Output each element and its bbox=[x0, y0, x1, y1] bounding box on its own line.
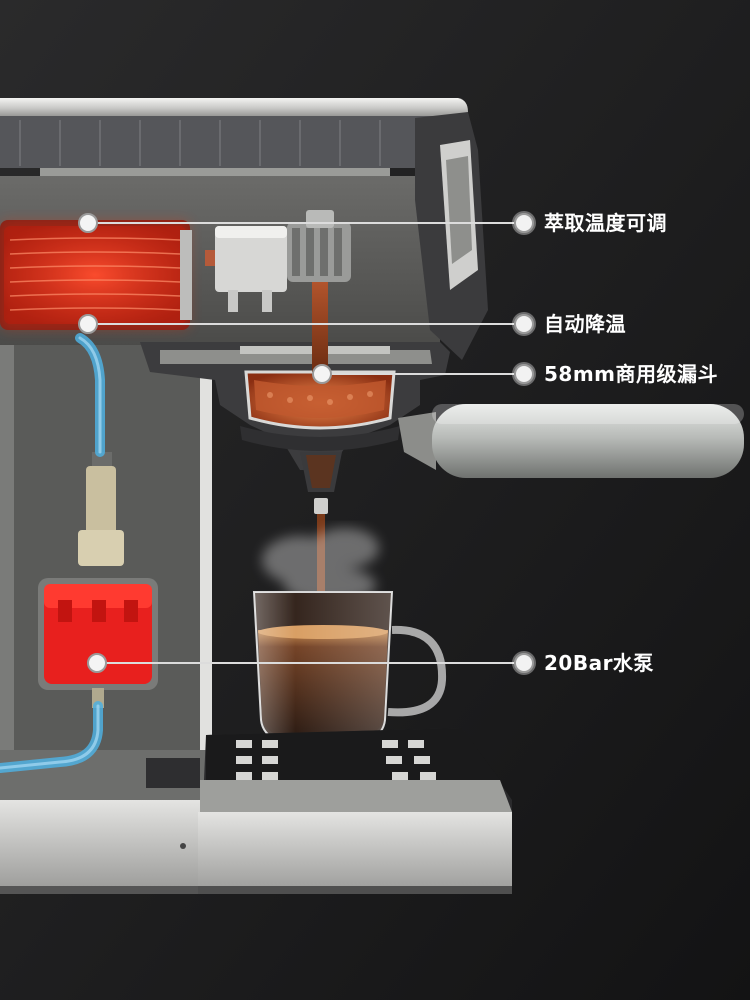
callout-portafilter: 58mm商用级漏斗 bbox=[514, 360, 718, 388]
callout-dot bbox=[514, 364, 534, 384]
callout-auto-cooling: 自动降温 bbox=[514, 310, 626, 338]
target-dot-pump bbox=[87, 653, 107, 673]
callout-label: 自动降温 bbox=[544, 312, 626, 336]
coffee-cup bbox=[252, 591, 447, 750]
portafilter-basket bbox=[240, 370, 400, 514]
callout-dot bbox=[514, 213, 534, 233]
target-dot-temp bbox=[78, 213, 98, 233]
water-hose bbox=[0, 333, 105, 773]
callout-label: 58mm商用级漏斗 bbox=[544, 362, 719, 386]
callout-dot bbox=[514, 653, 534, 673]
callout-dot bbox=[514, 314, 534, 334]
callout-temperature: 萃取温度可调 bbox=[514, 209, 667, 237]
callout-pump: 20Bar水泵 bbox=[514, 649, 654, 677]
callout-label: 20Bar水泵 bbox=[544, 651, 654, 675]
portafilter-handle bbox=[398, 404, 744, 478]
callout-targets bbox=[78, 213, 332, 673]
callout-lines bbox=[88, 222, 514, 664]
callout-label: 萃取温度可调 bbox=[544, 211, 667, 235]
target-dot-portafilter bbox=[312, 364, 332, 384]
heating-block bbox=[0, 220, 192, 330]
solenoid-valve bbox=[205, 210, 351, 312]
target-dot-cooling bbox=[78, 314, 98, 334]
drip-tray bbox=[146, 728, 512, 894]
